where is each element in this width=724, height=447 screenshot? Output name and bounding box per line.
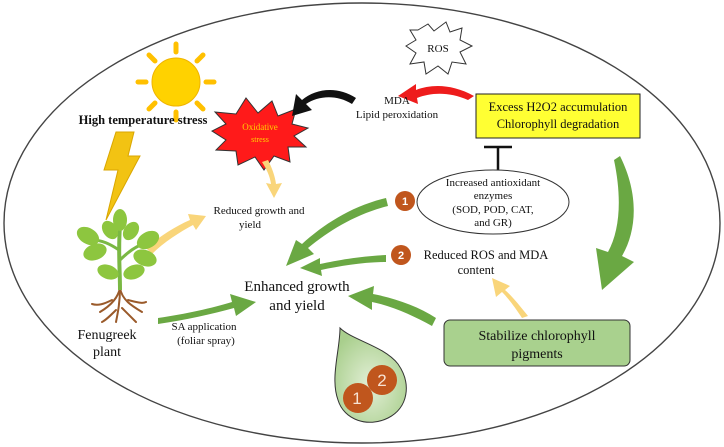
antioxidant-label-1: Increased antioxidant [446, 177, 540, 189]
outer-ellipse [3, 2, 721, 444]
reduced-ros-label-2: content [458, 263, 495, 277]
enhanced-label-1: Enhanced growth [244, 279, 350, 295]
excess-label-2: Chlorophyll degradation [497, 117, 620, 131]
oxidative-burst-icon [210, 97, 310, 171]
mda-label-1: MDA [384, 95, 410, 107]
ros-burst-icon [405, 21, 474, 75]
green-arrow-badge1 [286, 198, 388, 266]
reduced-growth-label-1: Reduced growth and [213, 205, 305, 217]
inhibition-icon [484, 145, 512, 172]
plant-label-1: Fenugreek [77, 328, 136, 343]
green-arrow-down [596, 156, 634, 290]
antioxidant-label-3: (SOD, POD, CAT, [452, 204, 534, 216]
badge-1 [395, 191, 415, 211]
yellow-arrow-ros [492, 278, 528, 318]
plant-label-2: plant [93, 345, 121, 360]
antioxidant-label-4: and GR) [474, 217, 512, 229]
green-arrow-badge2 [300, 255, 386, 276]
black-arrow [292, 89, 356, 116]
sa-label-2: (foliar spray) [177, 335, 235, 347]
badge-1-label: 1 [402, 196, 408, 208]
enhanced-label-2: and yield [269, 298, 325, 314]
sun-icon [135, 41, 217, 123]
excess-label-1: Excess H2O2 accumulation [489, 100, 629, 114]
drop-badge-1-label: 1 [352, 389, 361, 408]
green-arrow-stabilize [348, 286, 436, 326]
high-temp-label: High temperature stress [79, 113, 208, 127]
fenugreek-plant-icon [76, 209, 160, 323]
excess-h2o2-box [475, 93, 641, 139]
reduced-ros-label-1: Reduced ROS and MDA [424, 248, 549, 262]
stabilize-label-1: Stabilize chlorophyll [478, 329, 595, 344]
antioxidant-ellipse [416, 169, 570, 235]
oxidative-label-2: stress [251, 135, 269, 144]
sa-label-1: SA application [171, 321, 237, 333]
antioxidant-label-2: enzymes [474, 190, 512, 202]
oxidative-label-1: Oxidative [242, 122, 278, 132]
badge-2-label: 2 [398, 250, 404, 262]
yellow-arrow-oxidative [262, 160, 282, 198]
green-arrow-sa [158, 294, 256, 324]
drop-badge-2 [367, 365, 397, 395]
yellow-arrow-plant [146, 214, 206, 254]
drop-badge-1 [343, 383, 373, 413]
stabilize-box [443, 319, 631, 367]
stabilize-label-2: pigments [511, 347, 562, 362]
lightning-icon [103, 131, 141, 221]
red-arrow [398, 84, 474, 104]
reduced-growth-label-2: yield [239, 219, 261, 231]
drop-badge-2-label: 2 [377, 371, 386, 390]
ros-label: ROS [427, 43, 448, 55]
mda-label-2: Lipid peroxidation [356, 109, 439, 121]
badge-2 [391, 245, 411, 265]
